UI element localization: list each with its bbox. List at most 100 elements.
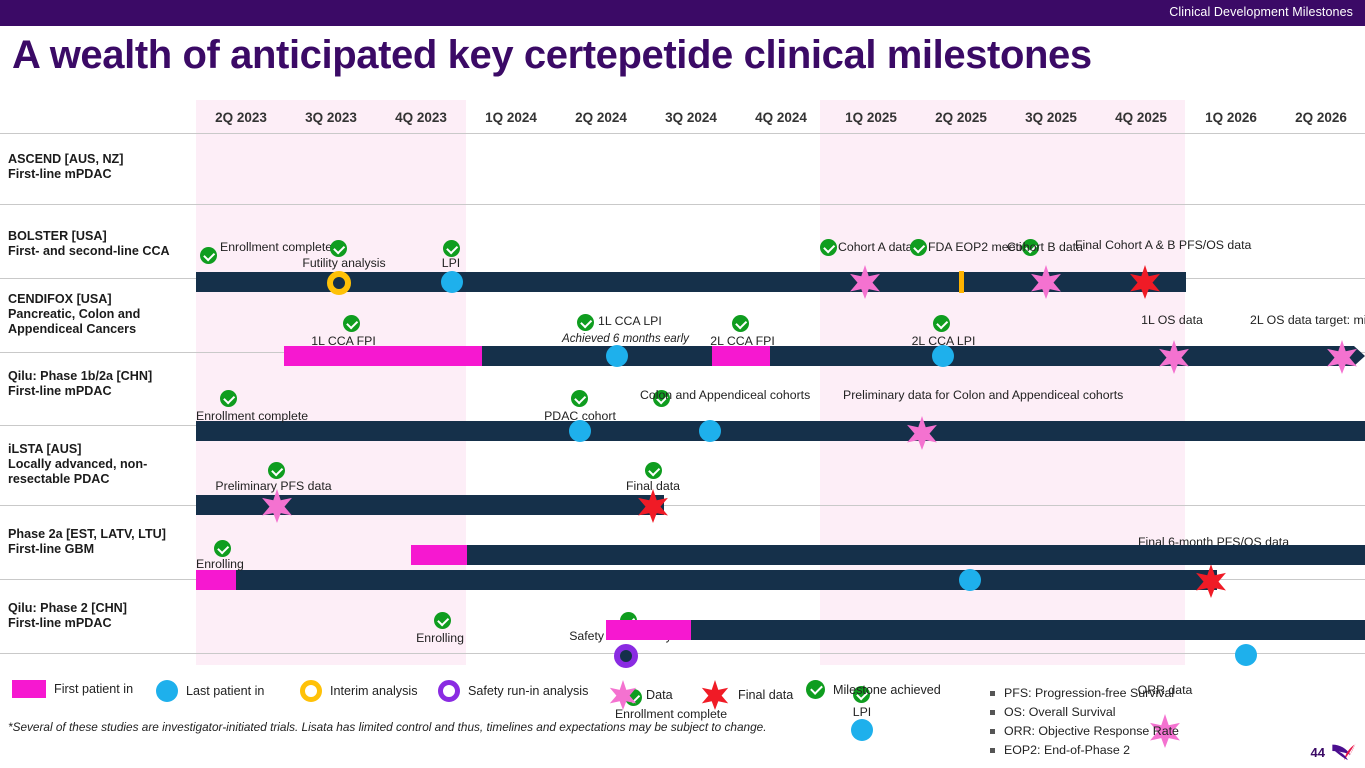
milestone-label: Enrolling [196, 557, 244, 571]
data-star-icon [1029, 265, 1063, 299]
timeline-bar-ilsta [196, 570, 1217, 590]
interim-analysis-ring-icon [327, 271, 351, 295]
milestone-achieved-icon [910, 239, 927, 256]
milestone-achieved-icon [653, 390, 670, 407]
data-star-icon [848, 265, 882, 299]
milestone-achieved-icon [645, 462, 662, 479]
legend: First patient in Last patient in Interim… [0, 680, 1365, 720]
row-label-line2: Pancreatic, Colon and [8, 307, 141, 321]
row-divider [0, 204, 1365, 205]
quarter-label-6: 4Q 2024 [755, 110, 807, 125]
final-data-star-icon [1194, 564, 1228, 598]
legend-label: Final data [738, 688, 794, 702]
row-label-ascend: ASCEND [AUS, NZ] First-line mPDAC [8, 152, 198, 182]
timeline-bar-bolster [284, 346, 1365, 366]
abbreviations-list: PFS: Progression-free Survival OS: Overa… [990, 684, 1179, 760]
final-data-star-icon [636, 489, 670, 523]
milestone-label: Futility analysis [302, 256, 386, 270]
milestone-label: FDA EOP2 meeting [928, 240, 1036, 254]
row-label-line1: CENDIFOX [USA] [8, 292, 112, 306]
row-label-line1: Phase 2a [EST, LATV, LTU] [8, 527, 166, 541]
milestone-label: LPI [852, 705, 872, 719]
top-header-bar: Clinical Development Milestones [0, 0, 1365, 26]
legend-label: Milestone achieved [833, 682, 941, 697]
last-patient-in-dot-icon [851, 719, 873, 741]
milestone-label: Final Cohort A & B PFS/OS data [1075, 238, 1252, 252]
milestone-label: 1L OS data [1141, 313, 1203, 327]
legend-item-data: Data [608, 680, 673, 710]
legend-label: First patient in [54, 682, 134, 696]
quarter-label-1: 3Q 2023 [305, 110, 357, 125]
last-patient-in-dot-icon [606, 345, 628, 367]
data-star-swatch-icon [608, 680, 638, 710]
first-patient-in-bar-1l [284, 346, 482, 366]
data-star-icon [1325, 340, 1359, 374]
milestone-label: Enrolling [416, 631, 464, 645]
milestone-achieved-icon [577, 314, 594, 331]
milestone-label: Preliminary data for Colon and Appendice… [843, 388, 1124, 402]
legend-item-interim-analysis: Interim analysis [300, 680, 418, 702]
milestone-achieved-icon [732, 315, 749, 332]
last-patient-in-dot-icon [569, 420, 591, 442]
abbreviation-item: OS: Overall Survival [990, 703, 1179, 722]
milestone-label: Cohort A data [838, 240, 913, 254]
legend-item-safety-run-in: Safety run-in analysis [438, 680, 588, 702]
milestone-sublabel: Achieved 6 months early [562, 332, 689, 345]
row-divider [0, 133, 1365, 134]
milestone-label: ORR data [1137, 683, 1193, 697]
row-label-bolster: BOLSTER [USA] First- and second-line CCA [8, 229, 198, 259]
milestone-achieved-icon [200, 247, 217, 264]
quarter-label-5: 3Q 2024 [665, 110, 717, 125]
legend-item-first-patient-in: First patient in [12, 680, 133, 698]
timeline-bar-phase2a-gbm [411, 545, 1365, 565]
milestone-achieved-icon [214, 540, 231, 557]
row-label-cendifox: CENDIFOX [USA] Pancreatic, Colon and App… [8, 292, 198, 337]
row-label-line2: First-line mPDAC [8, 384, 112, 398]
row-label-line1: iLSTA [AUS] [8, 442, 82, 456]
legend-label: Last patient in [186, 684, 265, 698]
milestone-label: PDAC cohort [544, 409, 616, 423]
row-label-line2: First-line mPDAC [8, 167, 112, 181]
first-patient-in-bar-gbm [411, 545, 467, 565]
abbreviation-item: ORR: Objective Response Rate [990, 722, 1179, 741]
milestone-achieved-icon [820, 239, 837, 256]
quarter-label-8: 2Q 2025 [935, 110, 987, 125]
abbreviation-text: PFS: Progression-free Survival [1004, 686, 1175, 700]
row-label-line3: resectable PDAC [8, 472, 110, 486]
company-logo-icon [1332, 743, 1356, 761]
milestone-label: Cohort B data [1007, 240, 1083, 254]
bullet-icon [990, 729, 995, 734]
bullet-icon [990, 691, 995, 696]
timeline-bar-cendifox [196, 421, 1365, 441]
quarter-label-7: 1Q 2025 [845, 110, 897, 125]
milestone-achieved-icon [220, 390, 237, 407]
row-label-qilu-phase2: Qilu: Phase 2 [CHN] First-line mPDAC [8, 601, 198, 631]
milestone-label: Enrollment complete [614, 707, 728, 721]
row-label-line2: First-line GBM [8, 542, 95, 556]
milestone-label: Colon and Appendiceal cohorts [640, 388, 811, 402]
row-label-line1: ASCEND [AUS, NZ] [8, 152, 124, 166]
row-label-line1: BOLSTER [USA] [8, 229, 107, 243]
header-eyebrow-label: Clinical Development Milestones [1169, 5, 1353, 19]
first-patient-in-bar-ilsta [196, 570, 236, 590]
last-patient-in-dot-icon [932, 345, 954, 367]
data-star-icon [1157, 340, 1191, 374]
milestone-achieved-icon [571, 390, 588, 407]
milestone-label: Preliminary PFS data [215, 479, 332, 493]
data-star-icon [260, 489, 294, 523]
first-patient-in-bar-2l [712, 346, 770, 366]
quarter-label-10: 4Q 2025 [1115, 110, 1167, 125]
row-label-line2: First-line mPDAC [8, 616, 112, 630]
legend-label: Interim analysis [330, 684, 418, 698]
milestone-label: Enrollment complete [196, 409, 309, 423]
quarter-label-0: 2Q 2023 [215, 110, 267, 125]
abbreviation-item: EOP2: End-of-Phase 2 [990, 741, 1179, 760]
milestone-achieved-swatch-icon [806, 680, 825, 699]
row-label-line2: Locally advanced, non- [8, 457, 148, 471]
final-data-star-swatch-icon [700, 680, 730, 710]
row-label-line1: Qilu: Phase 2 [CHN] [8, 601, 127, 615]
legend-item-last-patient-in: Last patient in [156, 680, 264, 702]
legend-item-final-data: Final data [700, 680, 793, 710]
row-label-line3: Appendiceal Cancers [8, 322, 137, 336]
milestone-achieved-icon [434, 612, 451, 629]
